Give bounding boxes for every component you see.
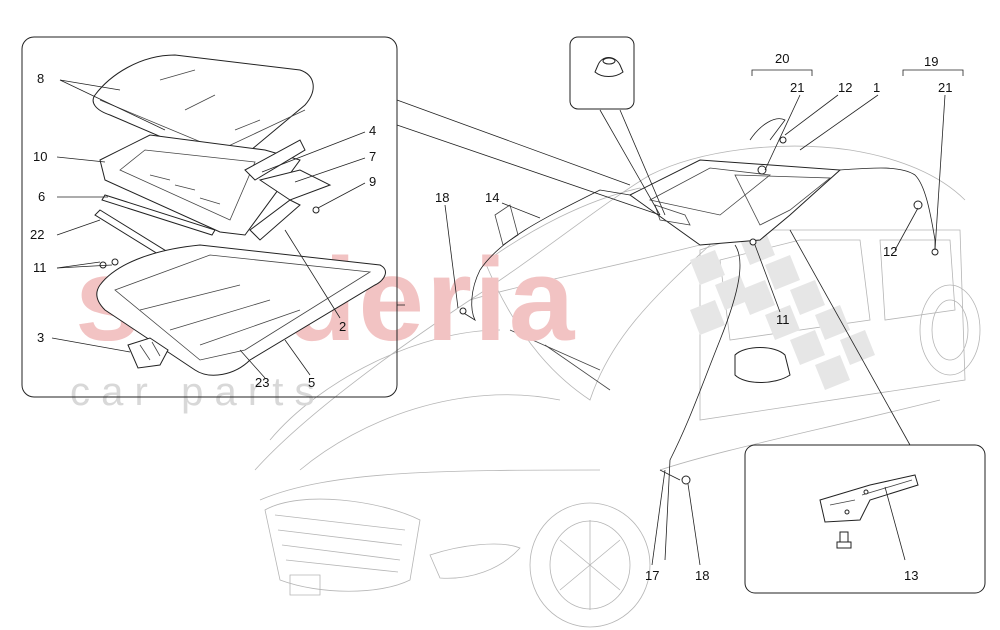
callout-13: 13	[904, 568, 918, 583]
watermark-sub: c a r p a r t s	[70, 370, 315, 414]
leader-lines	[51, 69, 964, 566]
callout-19: 19	[924, 54, 938, 69]
callout-14: 14	[485, 190, 499, 205]
callout-18-top: 18	[435, 190, 449, 205]
callout-2: 2	[339, 319, 346, 334]
callout-21-b: 21	[938, 80, 952, 95]
callout-21-a: 21	[790, 80, 804, 95]
checkered-flag-icon	[690, 230, 875, 390]
callout-labels: 8 10 6 22 11 3 4 7 9 2 5 23 18 14 20 21 …	[30, 51, 952, 583]
callout-20: 20	[775, 51, 789, 66]
callout-7: 7	[369, 149, 376, 164]
callout-4: 4	[369, 123, 376, 138]
callout-1: 1	[873, 80, 880, 95]
callout-12-side: 12	[883, 244, 897, 259]
callout-23: 23	[255, 375, 269, 390]
callout-12-top: 12	[838, 80, 852, 95]
callout-5: 5	[308, 375, 315, 390]
callout-18-bottom: 18	[695, 568, 709, 583]
callout-17: 17	[645, 568, 659, 583]
callout-9: 9	[369, 174, 376, 189]
car-outline	[254, 145, 981, 628]
callout-8: 8	[37, 71, 44, 86]
callout-11-right: 11	[776, 312, 790, 327]
roof-sunroof-assembly	[459, 118, 939, 561]
callout-3: 3	[37, 330, 44, 345]
exploded-view-panel	[21, 36, 661, 398]
callout-22: 22	[30, 227, 44, 242]
clip-inset	[569, 36, 666, 216]
callout-11-left: 11	[33, 260, 47, 275]
bracket-inset	[744, 229, 986, 594]
callout-10: 10	[33, 149, 47, 164]
callout-6: 6	[38, 189, 45, 204]
